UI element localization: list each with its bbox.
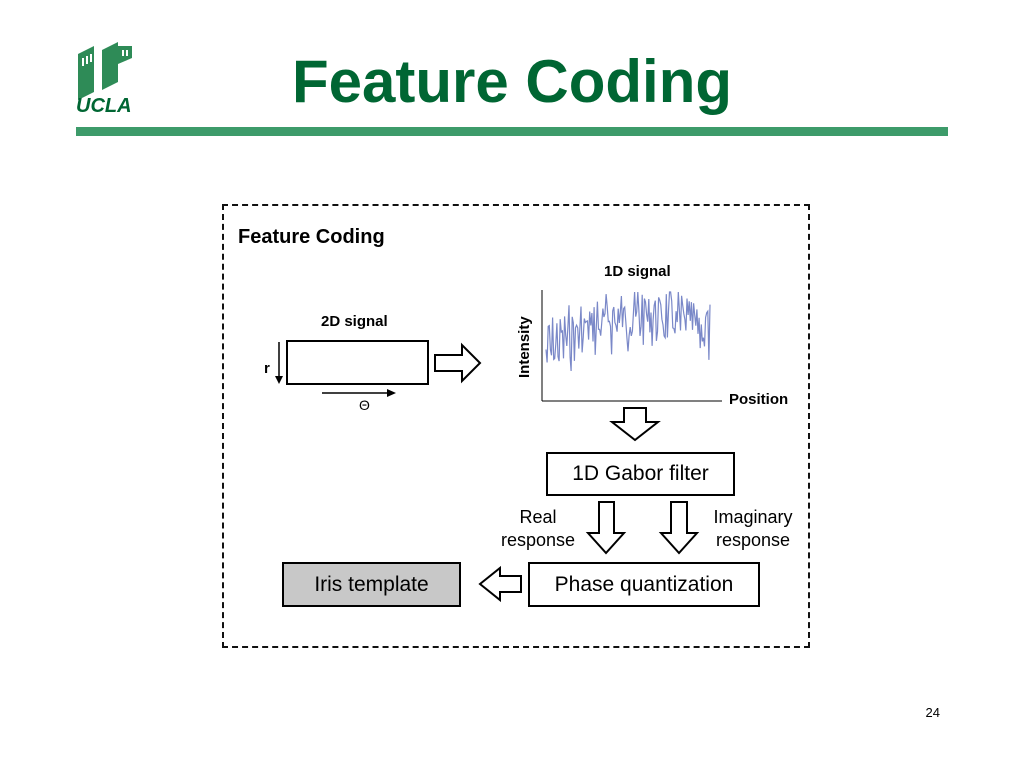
axis-theta-label: Θ bbox=[359, 397, 370, 413]
axis-r-label: r bbox=[264, 360, 270, 377]
logo-text: UCLA bbox=[76, 95, 132, 117]
iris-template-box: Iris template bbox=[282, 562, 461, 607]
signal-1d-label: 1D signal bbox=[604, 263, 671, 280]
signal-2d-box bbox=[286, 340, 429, 385]
arrow-imaginary bbox=[658, 501, 700, 555]
imaginary-response-label: Imaginary response bbox=[703, 506, 803, 552]
gabor-filter-box: 1D Gabor filter bbox=[546, 452, 735, 496]
slide-title: Feature Coding bbox=[291, 48, 732, 115]
theta-axis-arrowhead bbox=[387, 389, 396, 397]
signal-waveform bbox=[545, 291, 711, 372]
arrow-to-gabor bbox=[609, 407, 661, 442]
panel-title: Feature Coding bbox=[238, 226, 385, 248]
diagram-frame bbox=[222, 204, 810, 648]
arrow-real bbox=[585, 501, 627, 555]
arrow-2d-to-1d bbox=[434, 342, 482, 384]
real-response-label: Real response bbox=[488, 506, 588, 552]
ucla-logo: UCLA bbox=[76, 42, 132, 117]
r-axis-arrowhead bbox=[275, 376, 283, 384]
position-label: Position bbox=[729, 391, 789, 408]
real-line-1: Real bbox=[519, 507, 557, 527]
phase-quantization-box: Phase quantization bbox=[528, 562, 760, 607]
imag-line-2: response bbox=[715, 530, 791, 550]
page-number: 24 bbox=[925, 705, 940, 720]
imag-line-1: Imaginary bbox=[713, 507, 793, 527]
real-line-2: response bbox=[500, 530, 576, 550]
title-rule bbox=[76, 127, 948, 136]
signal-2d-label: 2D signal bbox=[321, 313, 388, 330]
arrow-to-iris bbox=[478, 565, 522, 603]
